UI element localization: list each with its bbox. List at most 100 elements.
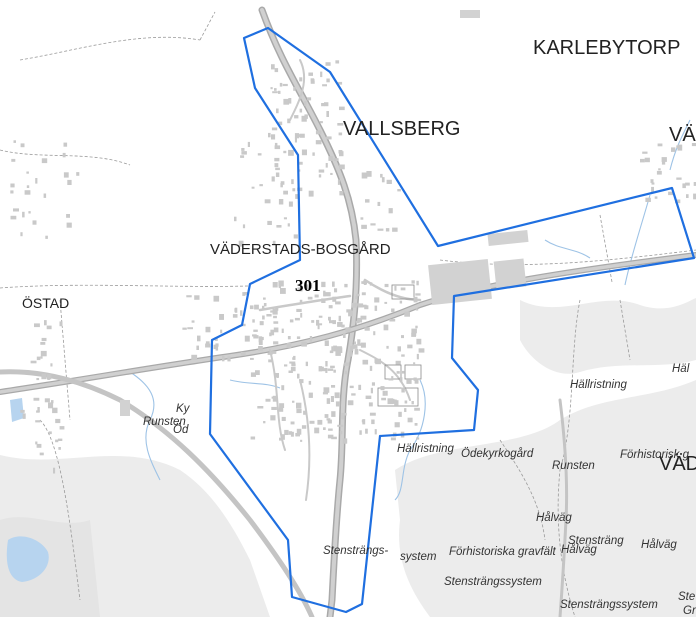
building-small (354, 349, 359, 355)
building-small (240, 155, 245, 158)
building-small (402, 370, 405, 374)
building-small (55, 439, 59, 443)
building-small (50, 363, 53, 367)
building-small (191, 354, 198, 360)
building-small (10, 190, 14, 194)
building-small (321, 281, 326, 288)
building-small (370, 387, 373, 394)
place-labels: KARLEBYTORP VALLSBERG VÄ VÄDERSTADS-BOSG… (22, 37, 696, 475)
building (460, 10, 480, 18)
building-small (360, 342, 366, 348)
building-small (284, 364, 288, 367)
building-small (280, 183, 283, 188)
feature-label-gr-partial: Gr (683, 605, 696, 617)
building-small (384, 301, 388, 304)
building-small (296, 428, 302, 435)
building-small (385, 228, 390, 232)
building-small (360, 217, 364, 220)
building-small (335, 351, 341, 356)
building-small (321, 368, 326, 372)
building-small (288, 149, 294, 156)
feature-label-hal-partial: Häl (672, 363, 690, 375)
building-small (220, 329, 223, 334)
building-small (267, 352, 273, 355)
building-small (278, 121, 283, 126)
building-small (272, 395, 278, 402)
property-line (499, 439, 546, 541)
building-small (691, 143, 696, 147)
building-small (288, 370, 293, 373)
feature-label-stenstrangssystem: Stensträngssystem (444, 576, 542, 588)
building-small (294, 137, 297, 143)
building-small (263, 303, 267, 307)
building-small (335, 301, 341, 305)
building-small (291, 179, 294, 185)
building-small (394, 422, 400, 428)
building-small (35, 441, 38, 445)
building-small (369, 412, 376, 416)
district-boundary[interactable] (208, 26, 696, 614)
building-small (35, 178, 38, 184)
building-small (656, 170, 662, 175)
building-small (325, 367, 328, 373)
building-small (404, 408, 407, 412)
building-small (397, 346, 401, 352)
building-small (242, 224, 246, 229)
building-small (41, 337, 47, 342)
building-small (319, 121, 323, 124)
feature-label-hallristning-2: Hällristning (397, 443, 454, 455)
building-small (397, 189, 401, 192)
building-small (272, 282, 278, 288)
building-small (385, 390, 388, 396)
building-small (264, 199, 271, 204)
building-small (338, 132, 343, 136)
building-small (273, 321, 279, 324)
building-small (644, 157, 650, 163)
building-small (386, 179, 392, 184)
building-small (299, 108, 303, 113)
building-small (308, 190, 314, 197)
building-small (40, 350, 47, 357)
building-small (314, 294, 319, 298)
building-small (369, 365, 373, 371)
building-small (411, 328, 417, 334)
building-small (253, 329, 258, 332)
place-label-va-partial: VÄ (669, 124, 696, 146)
building-small (375, 358, 381, 365)
building-small (288, 201, 293, 207)
building-small (300, 312, 303, 318)
building-small (330, 172, 333, 175)
building-small (274, 142, 278, 148)
building-small (186, 295, 192, 298)
building-small (270, 329, 275, 336)
building-small (299, 379, 304, 384)
building-small (416, 437, 420, 440)
building-small (249, 305, 254, 310)
building-small (355, 295, 358, 300)
building-small (301, 341, 307, 347)
building-small (414, 378, 419, 384)
feature-label-system: system (400, 551, 437, 563)
building-small (272, 308, 278, 315)
building-small (276, 225, 282, 228)
building-small (288, 431, 293, 435)
building-small (252, 319, 255, 323)
building-small (20, 409, 25, 413)
building-small (310, 80, 315, 84)
building-small (309, 420, 315, 424)
building-small (296, 408, 302, 414)
building-small (401, 335, 404, 339)
building-small (254, 335, 259, 339)
building-small (307, 97, 312, 101)
building-small (259, 321, 264, 326)
building-small (324, 102, 329, 107)
building (120, 400, 130, 416)
building-small (213, 295, 220, 302)
stream (394, 379, 426, 501)
building-small (257, 406, 264, 409)
building-small (329, 350, 334, 354)
building-small (43, 193, 47, 198)
building-small (53, 467, 56, 474)
building-small (24, 190, 31, 195)
